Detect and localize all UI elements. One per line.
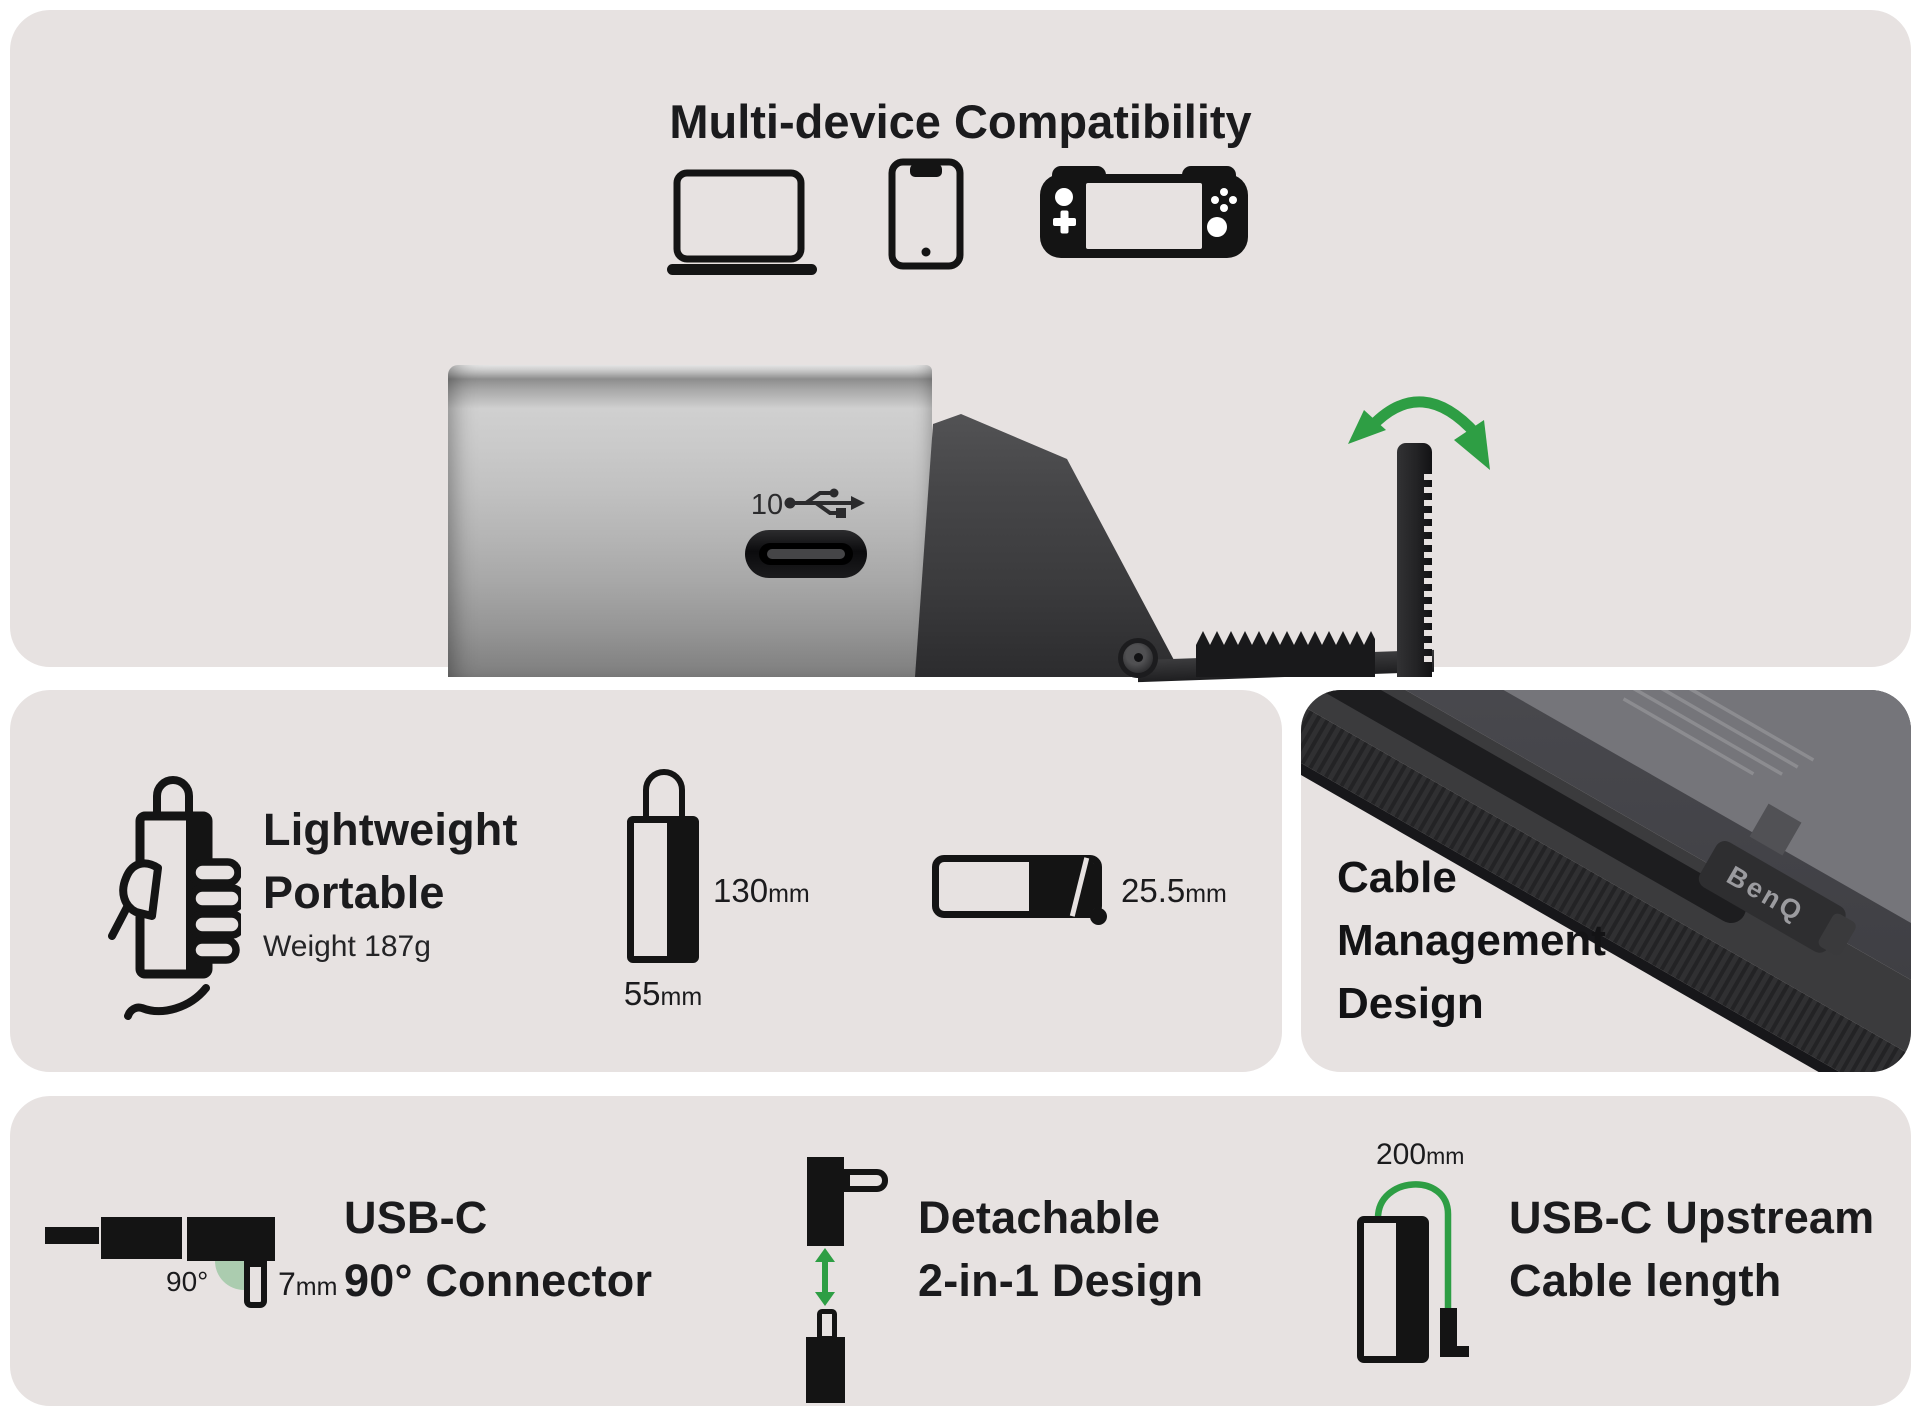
cable-title-line2: Management	[1337, 916, 1606, 965]
cable-management-title: Cable Management Design	[1337, 846, 1606, 1035]
usb-10gbps-icon: 10	[752, 488, 865, 521]
panel-cable-management: BenQ Cable Management Design	[1301, 690, 1911, 1072]
usbc-port-tongue	[767, 549, 845, 559]
connector90-tip-outline	[244, 1261, 267, 1308]
stand-teeth	[1196, 631, 1375, 677]
upstream-device-stripe	[1396, 1223, 1422, 1356]
lightweight-title-line1: Lightweight	[263, 804, 518, 855]
rotation-arrow-icon	[1348, 396, 1490, 470]
dock-silver-body	[448, 365, 932, 677]
depth-diagram-highlight	[1069, 857, 1090, 917]
dock-kickstand	[1397, 443, 1432, 677]
detachable-prong-outline	[844, 1169, 888, 1192]
lightweight-title-line2: Portable	[263, 867, 445, 918]
upstream-device	[1357, 1216, 1429, 1363]
cable-title-line1: Cable	[1337, 853, 1457, 902]
page-title: Multi-device Compatibility	[669, 95, 1252, 148]
connector90-body2	[187, 1217, 275, 1261]
depth-diagram-dot	[1090, 908, 1107, 925]
stand-hinge	[1118, 638, 1158, 678]
detachable-title-line1: Detachable	[918, 1192, 1161, 1243]
detach-arrow-icon	[815, 1248, 835, 1306]
height-diagram-stripe	[667, 823, 692, 956]
qr-code	[1749, 803, 1802, 856]
depth-diagram	[932, 855, 1102, 918]
usbc-port	[745, 530, 867, 578]
cable-management-photo: BenQ	[1301, 690, 1911, 1072]
height-diagram	[627, 816, 699, 963]
depth-diagram-black	[1029, 857, 1096, 917]
upstream-title-line2: Cable length	[1509, 1255, 1782, 1306]
detachable-top-block	[807, 1157, 844, 1246]
hand-holding-device-icon	[108, 776, 241, 1020]
width-label: 55mm	[623, 975, 703, 1012]
laptop-icon	[667, 169, 817, 275]
weight-label: Weight 187g	[263, 930, 431, 963]
detachable-title: Detachable 2-in-1 Design	[918, 1186, 1203, 1312]
kickstand-teeth	[1424, 467, 1432, 663]
panel-features	[10, 1096, 1911, 1406]
gaming-handheld-icon	[1040, 166, 1248, 258]
device-top-connector-outline	[643, 769, 685, 820]
cable-connector	[1698, 841, 1846, 953]
tip-depth-label: 7mm	[278, 1266, 338, 1302]
connector90-title-line2: 90° Connector	[344, 1255, 653, 1306]
depth-label: 25.5mm	[1121, 872, 1227, 909]
panel-multi-device: Multi-device Compatibility	[10, 10, 1911, 683]
detachable-title-line2: 2-in-1 Design	[918, 1255, 1204, 1306]
cable-title-line3: Design	[1337, 979, 1484, 1028]
upstream-cable-icon	[1374, 1181, 1469, 1357]
connector90-title: USB-C 90° Connector	[344, 1186, 652, 1312]
connector90-title-line1: USB-C	[344, 1192, 488, 1243]
phone-icon	[888, 158, 964, 270]
port-speed-label: 10	[752, 489, 783, 521]
detachable-bottom-block	[806, 1337, 845, 1403]
upstream-title: USB-C Upstream Cable length	[1509, 1186, 1874, 1312]
connector90-body1	[101, 1217, 182, 1259]
upstream-title-line1: USB-C Upstream	[1509, 1192, 1875, 1243]
lightweight-title: Lightweight Portable	[263, 798, 518, 924]
angle-label: 90°	[166, 1266, 209, 1297]
upstream-length-label: 200mm	[1376, 1138, 1465, 1171]
height-label: 130mm	[713, 872, 810, 909]
dock-stand-wedge	[915, 414, 1183, 677]
connector90-cable	[45, 1227, 99, 1244]
